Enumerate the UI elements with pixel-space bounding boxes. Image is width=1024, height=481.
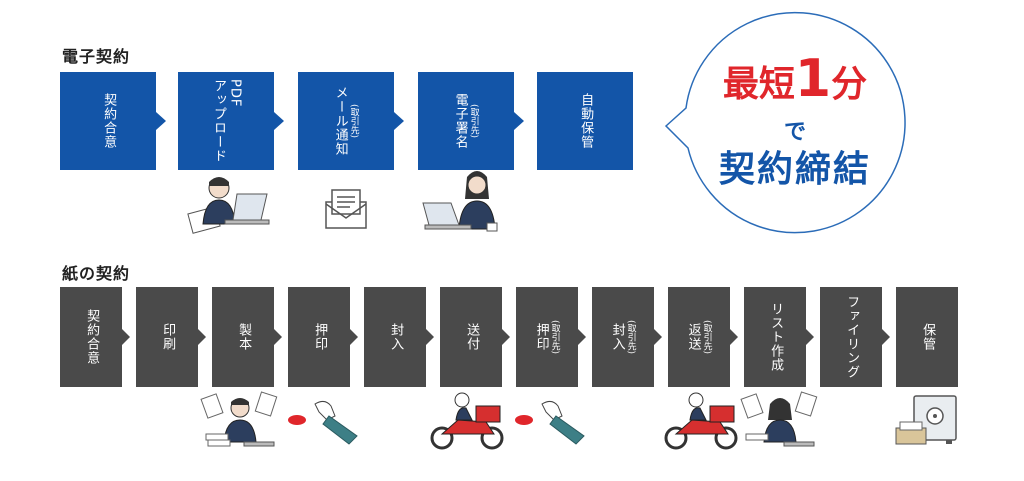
arrow-icon [122, 329, 130, 345]
paper-section-title: 紙の契約 [62, 264, 131, 283]
stamp-hand-icon [288, 400, 358, 445]
person-at-laptop-icon [187, 177, 270, 234]
paper-step-label: 契約合意 [84, 309, 100, 365]
arrow-icon [198, 329, 206, 345]
paper-step-label: 封入 [609, 323, 625, 351]
paper-step-5: 封入 [364, 287, 426, 387]
paper-step-8: 封入 (取引先) [592, 287, 654, 387]
paper-step-12: 保管 [896, 287, 958, 387]
paper-step-1: 契約合意 [60, 287, 122, 387]
paper-step-sub: (取引先) [701, 319, 712, 355]
paper-step-label: 製本 [236, 323, 252, 351]
electronic-step-label: PDF アップロード [211, 79, 243, 163]
electronic-step-5: 自動保管 [537, 72, 633, 170]
electronic-step-sub: (取引先) [468, 103, 479, 139]
bubble-line1a: 最短 [722, 64, 795, 105]
electronic-step-label: メール通知 [332, 86, 348, 156]
speech-bubble-icon [664, 11, 906, 234]
arrow-icon [156, 112, 166, 130]
busy-office-worker-icon [200, 391, 278, 447]
paper-step-6: 送付 [440, 287, 502, 387]
paper-step-label: 押印 [312, 323, 328, 351]
stamp-hand-icon [515, 400, 585, 445]
paper-step-sub: (取引先) [549, 319, 560, 355]
arrow-icon [514, 112, 524, 130]
paper-step-9: 返送 (取引先) [668, 287, 730, 387]
paper-step-2: 印刷 [136, 287, 198, 387]
bubble-line3: 契約締結 [718, 149, 871, 190]
arrow-icon [502, 329, 510, 345]
electronic-step-label: 電子署名 [452, 93, 468, 149]
paper-step-4: 押印 [288, 287, 350, 387]
paper-step-10: リスト作成 [744, 287, 806, 387]
arrow-icon [654, 329, 662, 345]
arrow-icon [350, 329, 358, 345]
paper-step-7: 押印 (取引先) [516, 287, 578, 387]
paper-step-3: 製本 [212, 287, 274, 387]
arrow-icon [394, 112, 404, 130]
arrow-icon [730, 329, 738, 345]
paper-step-label: 送付 [464, 323, 480, 351]
envelope-icon [325, 189, 367, 229]
paper-step-sub: (取引先) [625, 319, 636, 355]
arrow-icon [274, 112, 284, 130]
electronic-step-1: 契約合意 [60, 72, 156, 170]
bubble-line2: で [783, 120, 806, 145]
electronic-step-4: 電子署名 (取引先) [418, 72, 514, 170]
paper-step-label: 返送 [685, 323, 701, 351]
woman-at-laptop-icon [422, 171, 498, 232]
bubble-line1b: 分 [831, 64, 868, 105]
paper-step-label: 保管 [920, 323, 936, 351]
arrow-icon [578, 329, 586, 345]
paper-step-label: 押印 [533, 323, 549, 351]
arrow-icon [882, 329, 890, 345]
paper-step-label: 印刷 [160, 323, 176, 351]
electronic-step-label: 自動保管 [578, 93, 594, 149]
busy-office-worker-icon [740, 391, 818, 447]
paper-step-label: ファイリング [844, 295, 860, 379]
bubble-line1-num: 1 [794, 49, 832, 109]
safe-with-files-icon [895, 395, 957, 445]
arrow-icon [806, 329, 814, 345]
arrow-icon [274, 329, 282, 345]
electronic-section-title: 電子契約 [62, 47, 131, 66]
arrow-icon [426, 329, 434, 345]
electronic-step-2: PDF アップロード [178, 72, 274, 170]
paper-step-11: ファイリング [820, 287, 882, 387]
delivery-motorbike-icon [664, 392, 738, 450]
paper-step-label: リスト作成 [768, 302, 784, 372]
electronic-step-sub: (取引先) [348, 103, 359, 139]
bubble-headline: 最短1分 [690, 53, 900, 107]
electronic-step-label: 契約合意 [101, 93, 117, 149]
paper-step-label: 封入 [388, 323, 404, 351]
delivery-motorbike-icon [430, 392, 504, 450]
electronic-step-3: メール通知 (取引先) [298, 72, 394, 170]
